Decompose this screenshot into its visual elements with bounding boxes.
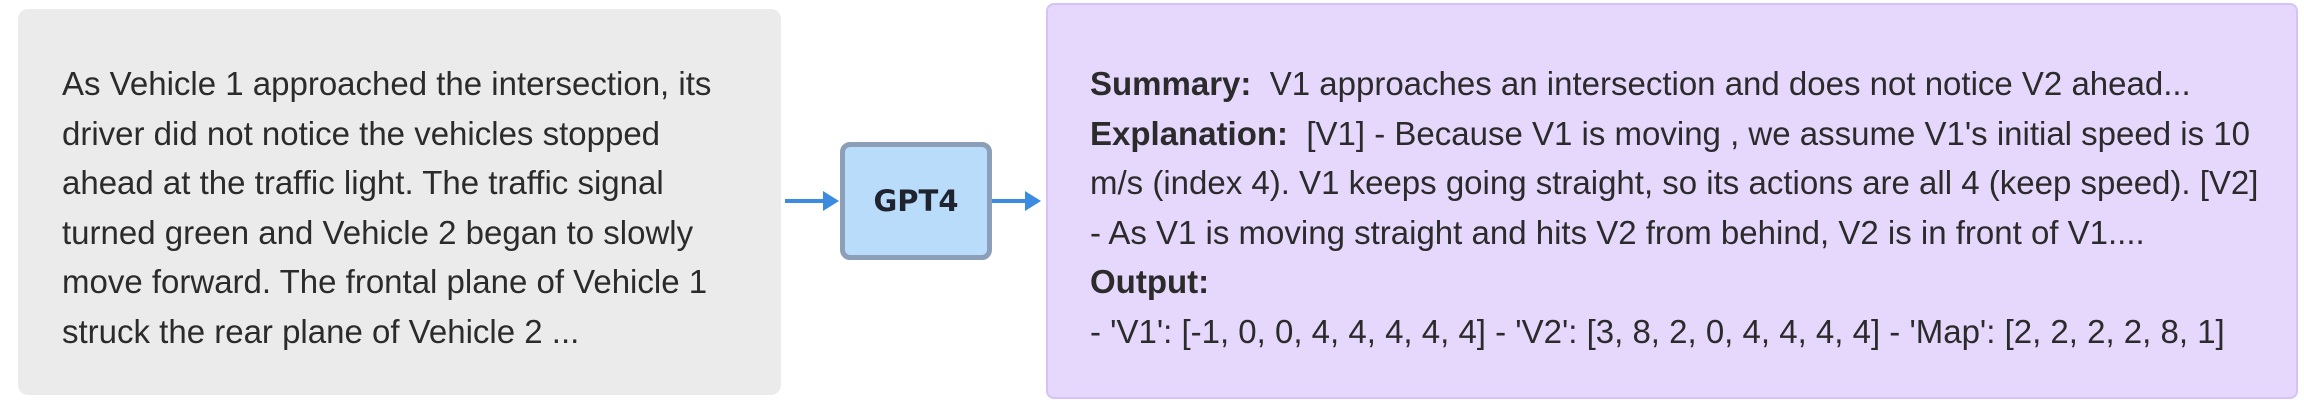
explanation-label: Explanation: <box>1090 114 1289 152</box>
output-values-text: - 'V1': [-1, 0, 0, 4, 4, 4, 4, 4] - 'V2'… <box>1090 312 2225 350</box>
model-box: GPT4 <box>840 142 992 260</box>
model-label: GPT4 <box>873 184 959 218</box>
explanation-line: Explanation: [V1] - Because V1 is moving… <box>1090 109 2275 258</box>
arrow-to-model-icon <box>785 191 839 211</box>
output-box: Summary: V1 approaches an intersection a… <box>1046 3 2298 399</box>
output-values-line: - 'V1': [-1, 0, 0, 4, 4, 4, 4, 4] - 'V2'… <box>1090 307 2276 357</box>
arrow-to-output-icon <box>992 191 1041 211</box>
summary-line: Summary: V1 approaches an intersection a… <box>1090 59 2276 109</box>
input-description-text: As Vehicle 1 approached the intersection… <box>62 65 712 350</box>
output-label: Output: <box>1090 263 1210 300</box>
summary-label: Summary: <box>1090 65 1252 102</box>
explanation-text: [V1] - Because V1 is moving , we assume … <box>1090 114 2259 251</box>
summary-text: V1 approaches an intersection and does n… <box>1269 65 2191 102</box>
input-description-box: As Vehicle 1 approached the intersection… <box>18 9 781 395</box>
output-label-line: Output: <box>1090 257 2276 307</box>
